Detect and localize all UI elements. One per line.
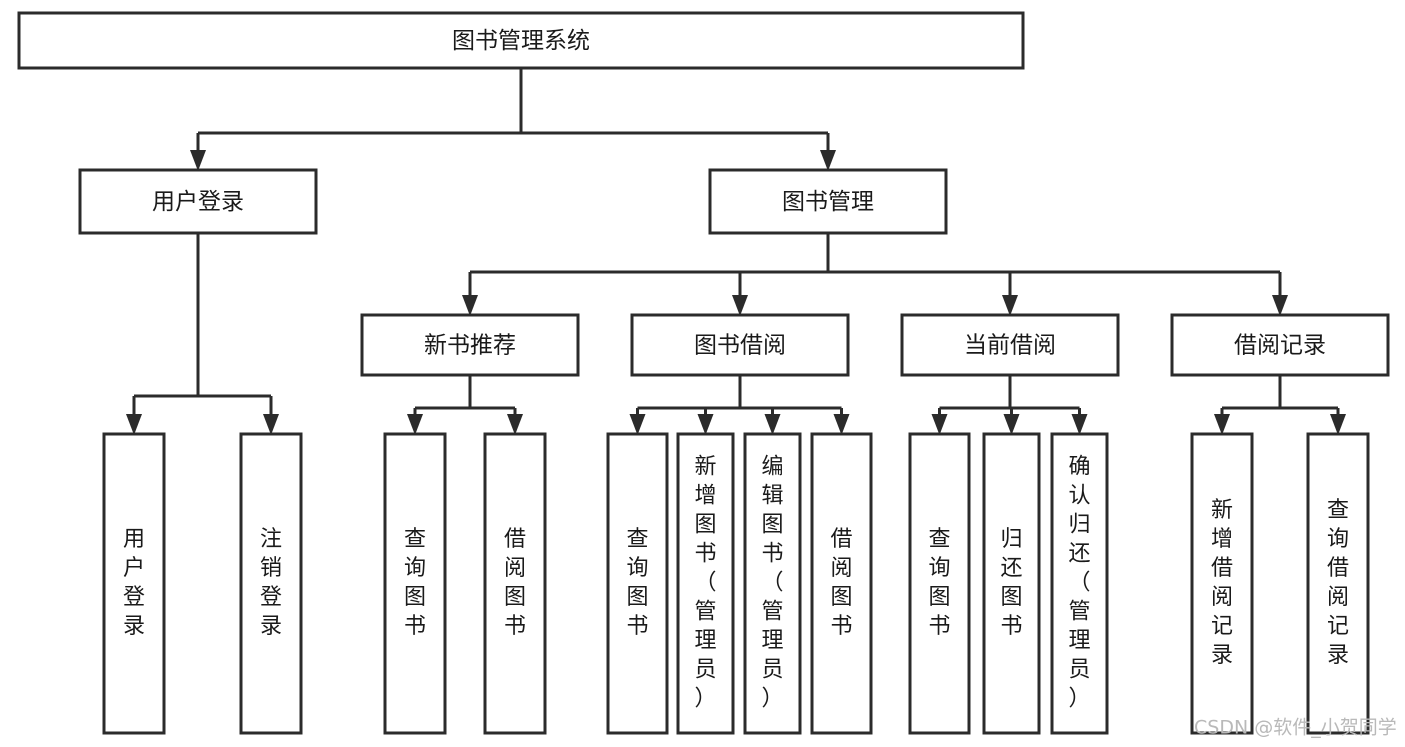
node-label: 注销登录	[260, 527, 282, 639]
node-box[interactable]	[982, 432, 1041, 735]
arrow-head-icon	[1002, 295, 1018, 316]
node-box[interactable]	[1306, 432, 1370, 735]
node-label: 借阅记录	[1234, 333, 1326, 359]
node-label: 查询借阅记录	[1327, 498, 1349, 668]
node-box[interactable]	[908, 432, 971, 735]
node-leaf-query-book-1[interactable]: 查询图书	[383, 432, 447, 735]
connector-book-borrow	[629, 375, 850, 435]
connector-layer	[126, 68, 1346, 435]
node-leaf-query-book-2[interactable]: 查询图书	[606, 432, 669, 735]
node-label: 新增借阅记录	[1211, 498, 1233, 668]
arrow-head-icon	[764, 414, 781, 435]
node-label: 新增图书（管理员）	[694, 455, 716, 712]
node-leaf-user-login[interactable]: 用户登录	[102, 432, 166, 735]
node-label: 确认归还（管理员）	[1068, 455, 1090, 712]
node-leaf-edit-book[interactable]: 编辑图书（管理员）	[743, 432, 802, 735]
node-new-book-rec[interactable]: 新书推荐	[360, 313, 580, 377]
node-label: 当前借阅	[964, 333, 1056, 359]
node-box[interactable]	[483, 432, 547, 735]
node-label: 图书管理系统	[452, 28, 590, 54]
arrow-head-icon	[407, 414, 423, 435]
node-current-borrow[interactable]: 当前借阅	[900, 313, 1120, 377]
arrow-head-icon	[833, 414, 850, 435]
node-label: 图书管理	[782, 189, 874, 215]
node-box[interactable]	[1170, 313, 1390, 377]
connector-borrow-record	[1214, 375, 1346, 435]
arrow-head-icon	[1003, 414, 1020, 435]
node-box[interactable]	[360, 313, 580, 377]
node-box[interactable]	[1050, 432, 1109, 735]
node-label: 图书借阅	[694, 333, 786, 359]
connector-current-borrow	[931, 375, 1088, 435]
node-box[interactable]	[900, 313, 1120, 377]
node-label: 借阅图书	[504, 527, 526, 639]
node-layer: 图书管理系统用户登录图书管理新书推荐图书借阅当前借阅借阅记录用户登录注销登录查询…	[17, 11, 1390, 735]
node-leaf-query-record[interactable]: 查询借阅记录	[1306, 432, 1370, 735]
node-box[interactable]	[383, 432, 447, 735]
node-label: 新书推荐	[424, 333, 516, 359]
node-box[interactable]	[676, 432, 735, 735]
arrow-head-icon	[629, 414, 646, 435]
connector-root	[190, 68, 836, 171]
arrow-head-icon	[1214, 414, 1230, 435]
node-box[interactable]	[102, 432, 166, 735]
node-leaf-borrow-book-1[interactable]: 借阅图书	[483, 432, 547, 735]
arrow-head-icon	[732, 295, 748, 316]
arrow-head-icon	[126, 414, 142, 435]
node-label: 查询图书	[928, 527, 950, 639]
connector-new-book-rec	[407, 375, 523, 435]
node-label: 借阅图书	[830, 527, 852, 639]
arrow-head-icon	[1071, 414, 1088, 435]
node-leaf-confirm-return[interactable]: 确认归还（管理员）	[1050, 432, 1109, 735]
connector-user-login	[126, 233, 279, 435]
node-box[interactable]	[606, 432, 669, 735]
node-box[interactable]	[630, 313, 850, 377]
arrow-head-icon	[507, 414, 523, 435]
csdn-watermark: CSDN @软件_小贺同学	[1194, 717, 1397, 739]
node-leaf-logout[interactable]: 注销登录	[239, 432, 303, 735]
node-box[interactable]	[17, 11, 1025, 70]
node-user-login[interactable]: 用户登录	[78, 168, 318, 235]
node-leaf-borrow-book-2[interactable]: 借阅图书	[810, 432, 873, 735]
node-leaf-return-book[interactable]: 归还图书	[982, 432, 1041, 735]
arrow-head-icon	[1330, 414, 1346, 435]
node-box[interactable]	[78, 168, 318, 235]
node-leaf-query-book-3[interactable]: 查询图书	[908, 432, 971, 735]
node-borrow-record[interactable]: 借阅记录	[1170, 313, 1390, 377]
node-box[interactable]	[708, 168, 948, 235]
node-label: 编辑图书（管理员）	[761, 455, 783, 712]
node-book-borrow[interactable]: 图书借阅	[630, 313, 850, 377]
node-leaf-add-record[interactable]: 新增借阅记录	[1190, 432, 1254, 735]
node-label: 用户登录	[123, 527, 145, 639]
node-box[interactable]	[743, 432, 802, 735]
arrow-head-icon	[1272, 295, 1288, 316]
node-label: 查询图书	[626, 527, 648, 639]
arrow-head-icon	[820, 150, 836, 171]
node-book-manage[interactable]: 图书管理	[708, 168, 948, 235]
arrow-head-icon	[931, 414, 948, 435]
node-root[interactable]: 图书管理系统	[17, 11, 1025, 70]
node-box[interactable]	[1190, 432, 1254, 735]
node-box[interactable]	[239, 432, 303, 735]
node-label: 查询图书	[404, 527, 426, 639]
node-label: 归还图书	[1000, 527, 1022, 639]
arrow-head-icon	[462, 295, 478, 316]
arrow-head-icon	[263, 414, 279, 435]
node-label: 用户登录	[152, 189, 244, 215]
arrow-head-icon	[697, 414, 714, 435]
connector-book-manage	[462, 233, 1288, 316]
arrow-head-icon	[190, 150, 206, 171]
node-leaf-add-book[interactable]: 新增图书（管理员）	[676, 432, 735, 735]
node-box[interactable]	[810, 432, 873, 735]
